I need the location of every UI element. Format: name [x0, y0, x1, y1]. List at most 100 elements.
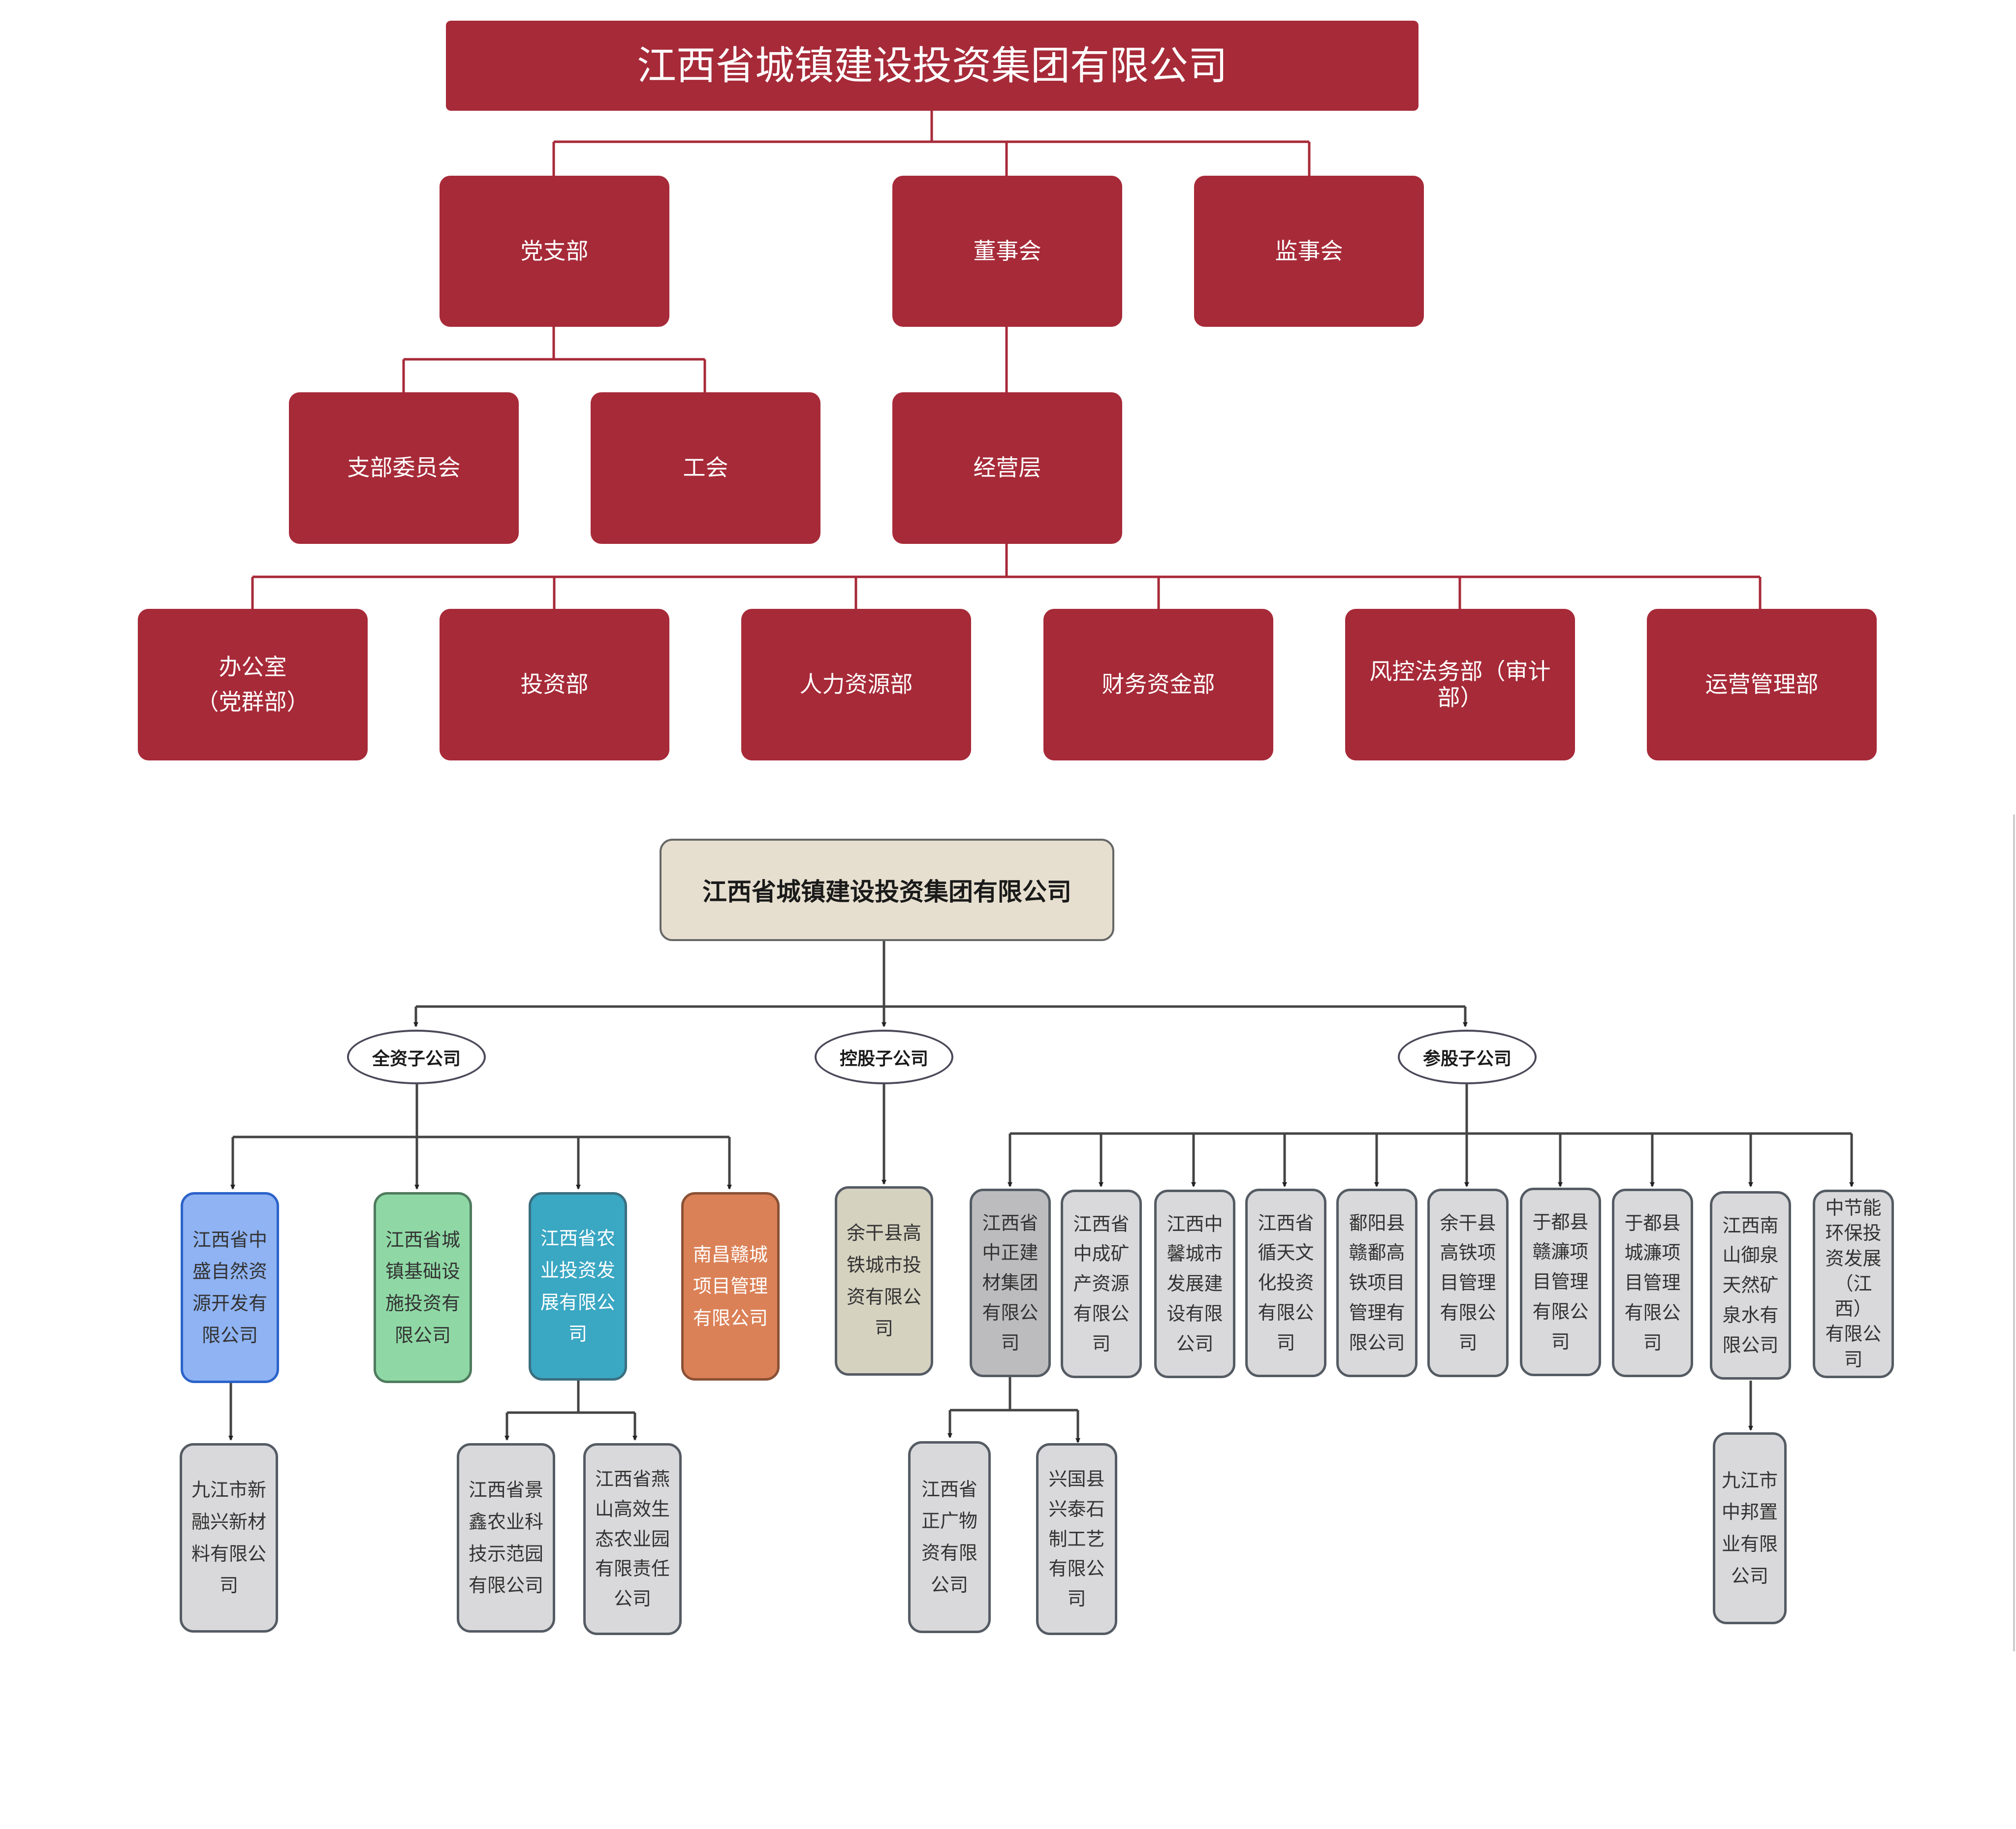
subsidiary-name-line: 江西省	[921, 1478, 977, 1500]
subsidiary-name-line: 展有限公	[540, 1291, 615, 1313]
subsidiary-name-line: 江西省	[1073, 1213, 1130, 1235]
subsidiary-name-line: 材集团	[982, 1272, 1039, 1294]
subsidiary-yudu-chenglian-project: 于都县 城濂项 目管理 有限公 司	[1612, 1189, 1693, 1377]
subsidiary-jingxin-agri-park: 江西省景 鑫农业科 技示范园 有限公司	[457, 1443, 555, 1633]
subsidiary-xingguo-xingtai-stone: 兴国县 兴泰石 制工艺 有限公 司	[1036, 1443, 1117, 1635]
subsidiary-name-line: 源开发有	[192, 1293, 267, 1314]
subsidiary-poyang-ganpo-hsr: 鄱阳县 赣鄱高 铁项目 管理有 限公司	[1336, 1189, 1418, 1377]
subsidiary-name-line: 兴泰石	[1048, 1498, 1105, 1520]
subsidiary-name-line: 山高效生	[595, 1498, 670, 1520]
subsidiary-yugan-hsr-urban-investment: 余干县高 铁城市投 资有限公 司	[835, 1186, 933, 1376]
subsidiary-name-line: 中节能	[1825, 1197, 1882, 1219]
subsidiary-zhongcheng-mineral: 江西省 中成矿 产资源 有限公 司	[1061, 1190, 1142, 1378]
subsidiary-name-line: 铁城市投	[846, 1254, 921, 1276]
bottom-company-box: 江西省城镇建设投资集团有限公司	[660, 839, 1114, 941]
divider	[2013, 815, 2015, 1651]
subsidiary-name-line: 盛自然资	[192, 1261, 267, 1283]
subsidiary-name-line: 余干县高	[846, 1222, 921, 1244]
subsidiary-name-line: 资有限公	[846, 1286, 921, 1308]
subsidiary-name-line: 兴国县	[1048, 1468, 1105, 1490]
subsidiary-name-line: 有限公	[1532, 1300, 1589, 1323]
subsidiary-name-line: 限公司	[1349, 1331, 1405, 1354]
category-participating: 参股子公司	[1398, 1030, 1537, 1084]
subsidiary-name-line: 九江市新	[191, 1479, 266, 1501]
subsidiary-zhongsheng: 江西省中 盛自然资 源开发有 限公司	[181, 1192, 279, 1383]
subsidiary-jiujiang-xinrongxing: 九江市新 融兴新材 料有限公 司	[180, 1443, 278, 1633]
subsidiary-yugan-hsr-project: 余干县 高铁项 目管理 有限公 司	[1427, 1189, 1509, 1377]
subsidiary-name-line: 江西省	[982, 1212, 1039, 1234]
subsidiary-name-line: 铁项目	[1349, 1272, 1405, 1294]
subsidiary-name-line: 目管理	[1624, 1272, 1681, 1294]
subsidiary-name-line: 赣鄱高	[1349, 1242, 1405, 1264]
subsidiary-name-line: 中正建	[982, 1242, 1039, 1264]
subsidiary-name-line: 环保投	[1825, 1222, 1882, 1244]
subsidiary-name-line: 余干县	[1440, 1212, 1496, 1234]
dept-risk-legal-box: 风控法务部（审计 部）	[1345, 609, 1575, 760]
subsidiary-name-line: 限公司	[394, 1324, 451, 1346]
subsidiary-name-line: 融兴新材	[191, 1511, 266, 1533]
subsidiary-name-line: 江西省中	[192, 1229, 267, 1251]
subsidiary-name-line: 有限公	[1440, 1301, 1496, 1324]
subsidiary-name-line: 产资源	[1073, 1273, 1130, 1295]
subsidiary-yanshan-agri-park: 江西省燕 山高效生 态农业园 有限责任 公司	[583, 1443, 682, 1635]
subsidiary-zhengguang-materials: 江西省 正广物 资有限 公司	[908, 1441, 991, 1633]
board-box: 董事会	[892, 176, 1122, 327]
subsidiary-name-line: 司	[568, 1323, 587, 1345]
subsidiary-name-line: 有限公	[982, 1301, 1039, 1324]
subsidiary-name-line: 江西省农	[540, 1228, 615, 1250]
subsidiary-name-line: 施投资有	[385, 1293, 460, 1314]
dept-investment-box: 投资部	[440, 609, 669, 760]
subsidiary-name-line: 有限公	[1073, 1302, 1130, 1324]
subsidiary-name-line: 司	[1643, 1331, 1662, 1354]
subsidiary-name-line: 江西省	[1258, 1212, 1314, 1234]
subsidiary-name-line: 有限公司	[468, 1575, 543, 1597]
subsidiary-name-line: 有限公	[1048, 1558, 1105, 1580]
party-branch-box: 党支部	[440, 176, 669, 327]
subsidiary-name-line: 中成矿	[1073, 1243, 1130, 1265]
subsidiary-name-line: 高铁项	[1440, 1242, 1496, 1264]
subsidiary-name-line: 态农业园	[595, 1528, 670, 1550]
subsidiary-zhongxin-urban-development: 江西中 馨城市 发展建 设有限 公司	[1154, 1190, 1235, 1378]
supervisory-board-box: 监事会	[1194, 176, 1424, 327]
subsidiary-name-line: 目管理	[1440, 1272, 1496, 1294]
subsidiary-name-line: 司	[1844, 1348, 1863, 1370]
subsidiary-name-line: 江西省景	[468, 1479, 543, 1501]
dept-label: 部）	[1437, 684, 1483, 711]
subsidiary-name-line: 正广物	[921, 1510, 977, 1532]
subsidiary-name-line: 公司	[930, 1574, 968, 1596]
subsidiary-name-line: 司	[1458, 1331, 1478, 1354]
subsidiary-zhongzheng-building-materials: 江西省 中正建 材集团 有限公 司	[970, 1189, 1051, 1377]
subsidiary-name-line: 司	[1551, 1330, 1570, 1353]
subsidiary-name-line: （江西）	[1834, 1272, 1872, 1320]
subsidiary-name-line: 资发展	[1825, 1247, 1882, 1269]
branch-committee-box: 支部委员会	[289, 392, 519, 544]
subsidiary-name-line: 目管理	[1532, 1271, 1589, 1293]
subsidiary-name-line: 有限公司	[693, 1307, 768, 1329]
subsidiary-name-line: 业有限	[1721, 1533, 1778, 1555]
subsidiary-name-line: 业投资发	[540, 1259, 615, 1281]
subsidiary-name-line: 司	[874, 1318, 893, 1340]
subsidiary-name-line: 镇基础设	[385, 1261, 460, 1283]
subsidiary-nanchang-gancheng: 南昌赣城 项目管理 有限公司	[681, 1192, 780, 1381]
subsidiary-name-line: 南昌赣城	[693, 1243, 768, 1265]
subsidiary-name-line: 限公司	[1722, 1334, 1779, 1356]
subsidiary-name-line: 泉水有	[1722, 1304, 1779, 1326]
dept-finance-box: 财务资金部	[1043, 609, 1273, 760]
subsidiary-name-line: 设有限	[1166, 1302, 1223, 1324]
subsidiary-name-line: 有限责任	[595, 1558, 670, 1580]
subsidiary-name-line: 资有限	[921, 1542, 977, 1564]
subsidiary-name-line: 赣濂项	[1532, 1241, 1589, 1263]
subsidiary-name-line: 技示范园	[468, 1543, 543, 1565]
category-holding: 控股子公司	[815, 1030, 953, 1084]
subsidiary-xuntian-culture-investment: 江西省 循天文 化投资 有限公 司	[1245, 1189, 1326, 1377]
subsidiary-name-line: 化投资	[1258, 1272, 1314, 1294]
dept-label: 风控法务部（审计	[1369, 658, 1551, 685]
subsidiary-name-line: 江西中	[1166, 1213, 1223, 1235]
subsidiary-name-line: 司	[1276, 1331, 1295, 1354]
subsidiary-name-line: 项目管理	[693, 1275, 768, 1297]
subsidiary-name-line: 制工艺	[1048, 1528, 1105, 1550]
subsidiary-name-line: 司	[1001, 1331, 1020, 1354]
subsidiary-name-line: 管理有	[1349, 1301, 1405, 1324]
subsidiary-name-line: 山御泉	[1722, 1244, 1779, 1266]
